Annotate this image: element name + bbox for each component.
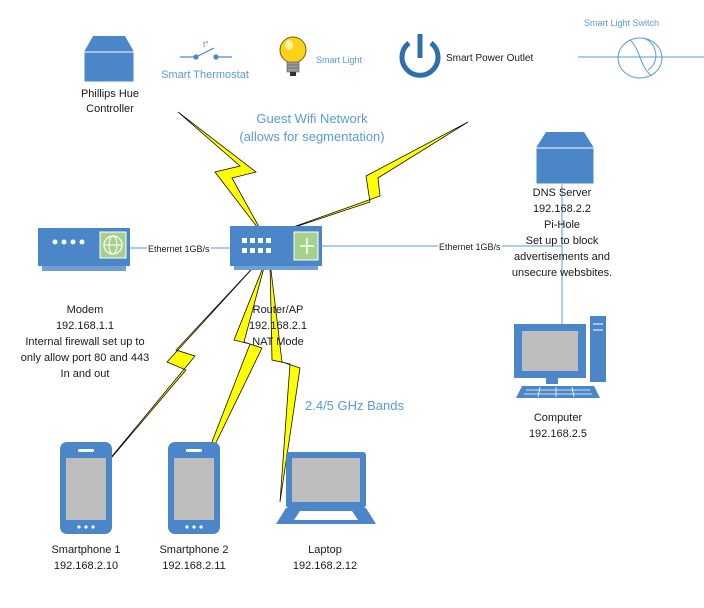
wifi-bolt-laptop [269, 261, 301, 503]
hue-controller-label: Phillips Hue Controller [60, 87, 160, 117]
modem-icon [38, 228, 130, 271]
light-bulb-icon [279, 36, 307, 76]
power-outlet-icon [399, 34, 441, 78]
smartphone-1-line-1: Smartphone 1 [51, 544, 121, 556]
hue-label-line-2: Controller [86, 103, 134, 115]
guest-wifi-label: Guest Wifi Network (allows for segmentat… [212, 110, 412, 146]
thermostat-switch-icon [180, 47, 232, 60]
ethernet-label-dns: Ethernet 1GB/s [438, 240, 502, 255]
laptop-line-1: Laptop [308, 544, 342, 556]
bands-label: 2.4/5 GHz Bands [305, 398, 404, 413]
router-line-1: Router/AP [252, 304, 304, 316]
dns-line-4: Set up to block [525, 235, 599, 247]
server-icon [535, 132, 595, 185]
smartphone-icon [60, 442, 112, 534]
laptop-line-2: 192.168.2.12 [292, 560, 358, 572]
computer-label: Computer 192.168.2.5 [506, 410, 610, 442]
ethernet-label-modem: Ethernet 1GB/s [147, 242, 211, 257]
laptop-icon [276, 452, 376, 524]
modem-label: Modem 192.168.1.1 Internal firewall set … [4, 302, 166, 382]
dns-line-5: advertisements and [514, 251, 610, 263]
router-label: Router/AP 192.168.2.1 NAT Mode [226, 302, 330, 350]
modem-line-4: only allow port 80 and 443 [20, 352, 150, 364]
thermostat-symbol: t° [203, 40, 208, 49]
laptop-label: Laptop 192.168.2.12 [273, 542, 377, 574]
dns-line-2: 192.168.2.2 [532, 203, 592, 215]
dns-line-6: unsecure websbites. [511, 267, 613, 279]
router-line-3: NAT Mode [252, 336, 304, 348]
dns-line-3: Pi-Hole [543, 219, 581, 231]
smart-power-outlet-label: Smart Power Outlet [446, 53, 534, 64]
modem-line-1: Modem [66, 304, 104, 316]
dns-server-label: DNS Server 192.168.2.2 Pi-Hole Set up to… [502, 185, 622, 281]
smartphone-2-line-2: 192.168.2.11 [162, 560, 226, 572]
smartphone-2-line-1: Smartphone 2 [159, 544, 229, 556]
hue-controller-icon [83, 36, 135, 83]
modem-line-2: 192.168.1.1 [55, 320, 115, 332]
light-switch-icon [617, 37, 663, 79]
computer-line-1: Computer [533, 412, 583, 424]
router-line-2: 192.168.2.1 [248, 320, 308, 332]
hue-label-line-1: Phillips Hue [80, 88, 140, 100]
smartphone-2-label: Smartphone 2 192.168.2.11 [142, 542, 246, 574]
smartphone-1-line-2: 192.168.2.10 [53, 560, 119, 572]
computer-line-2: 192.168.2.5 [528, 428, 588, 440]
guest-wifi-line-1: Guest Wifi Network [256, 111, 368, 126]
thermostat-label: Smart Thermostat [161, 69, 249, 81]
smart-light-switch-label: Smart Light Switch [584, 18, 660, 28]
desktop-computer-icon [514, 316, 606, 398]
modem-line-5: In and out [60, 368, 110, 380]
smartphone-icon [168, 442, 220, 534]
modem-line-3: Internal firewall set up to [25, 336, 145, 348]
guest-wifi-line-2: (allows for segmentation) [239, 129, 385, 144]
smart-light-label: Smart Light [316, 55, 363, 65]
smartphone-1-label: Smartphone 1 192.168.2.10 [34, 542, 138, 574]
dns-line-1: DNS Server [532, 187, 592, 199]
router-icon [230, 226, 322, 270]
